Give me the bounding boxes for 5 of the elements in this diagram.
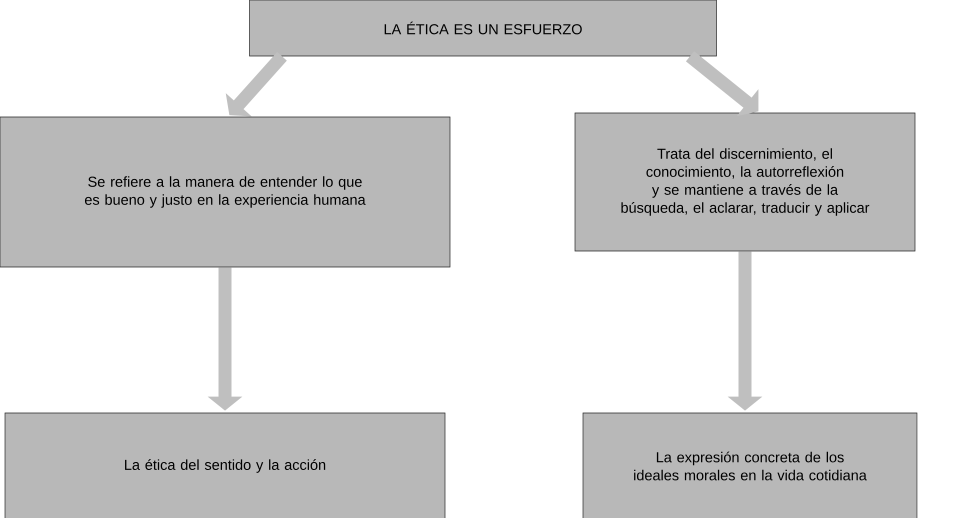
text-box: LA ÉTICA ES UN ESFUERZO <box>249 0 717 56</box>
text-box: La expresión concreta de los ideales morales en la vida cotidiana <box>582 412 918 518</box>
text-box: Trata del discernimiento, el conocimiento, la autorreflexión y se mantiene a través de la búsqueda, el aclarar, traducir y aplicar <box>574 112 916 252</box>
text-box: La ética del sentido y la acción <box>4 412 446 518</box>
text-box: Se refiere a la manera de entender lo que es bueno y justo en la experiencia humana <box>0 116 450 268</box>
